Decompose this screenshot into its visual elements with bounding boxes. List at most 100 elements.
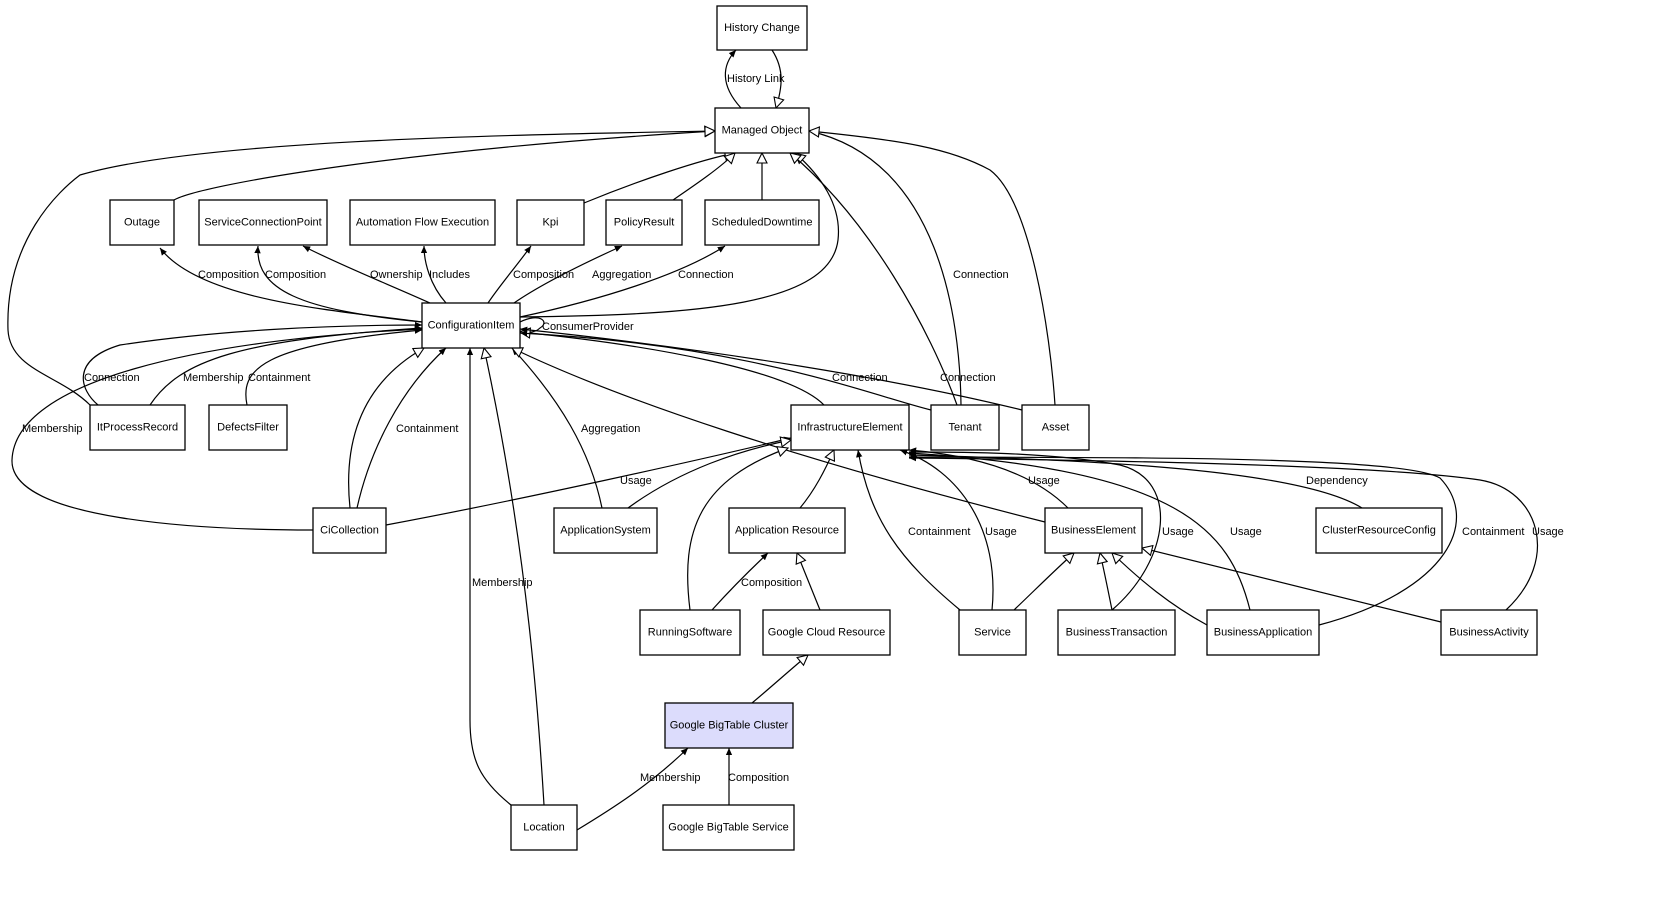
edges-layer xyxy=(7,49,1539,831)
inheritance-edge-configuration_item-to-managed_object xyxy=(519,153,840,318)
node-automation-flow-execution[interactable]: Automation Flow Execution xyxy=(349,199,496,246)
node-policy-result[interactable]: PolicyResult xyxy=(605,199,683,246)
node-label: Managed Object xyxy=(722,125,803,137)
node-box[interactable] xyxy=(605,199,683,246)
inheritance-arrow-icon xyxy=(512,348,1046,523)
node-box[interactable] xyxy=(790,404,910,451)
association-edge-it_process_record-to-configuration_item xyxy=(82,321,423,406)
node-box[interactable] xyxy=(1440,609,1538,656)
association-edge-application_system-to-configuration_item xyxy=(511,347,603,509)
inheritance-edge-business_application-to-business_element xyxy=(1100,553,1113,611)
association-arrow-icon xyxy=(302,245,431,304)
node-label: DefectsFilter xyxy=(217,422,279,434)
node-application-system[interactable]: ApplicationSystem xyxy=(553,507,658,554)
association-arrow-icon xyxy=(856,449,961,611)
node-label: History Change xyxy=(724,22,800,34)
inheritance-arrow-icon xyxy=(687,448,788,611)
node-box[interactable] xyxy=(714,107,810,154)
node-box[interactable] xyxy=(762,609,891,656)
node-box[interactable] xyxy=(198,199,328,246)
node-configuration-item[interactable]: ConfigurationItem xyxy=(421,302,521,349)
node-box[interactable] xyxy=(349,199,496,246)
node-box[interactable] xyxy=(1044,507,1143,554)
node-business-activity[interactable]: BusinessActivity xyxy=(1440,609,1538,656)
inheritance-arrow-icon xyxy=(797,553,821,611)
node-service-connection-point[interactable]: ServiceConnectionPoint xyxy=(198,199,328,246)
node-box[interactable] xyxy=(1057,609,1176,656)
association-edge-business_application-to-infrastructure_element xyxy=(908,453,1457,626)
node-kpi[interactable]: Kpi xyxy=(516,199,585,246)
node-box[interactable] xyxy=(510,804,578,851)
node-box[interactable] xyxy=(958,609,1027,656)
inheritance-arrow-icon xyxy=(173,131,715,201)
node-tenant[interactable]: Tenant xyxy=(930,404,1000,451)
node-box[interactable] xyxy=(704,199,820,246)
edge-label: Connection xyxy=(84,372,140,384)
node-box[interactable] xyxy=(109,199,175,246)
node-box[interactable] xyxy=(89,404,186,451)
node-box[interactable] xyxy=(516,199,585,246)
node-running-software[interactable]: RunningSoftware xyxy=(639,609,741,656)
edge-label: Connection xyxy=(953,269,1009,281)
association-arrow-icon xyxy=(808,129,962,406)
node-label: RunningSoftware xyxy=(648,627,732,639)
node-box[interactable] xyxy=(1315,507,1443,554)
node-location[interactable]: Location xyxy=(510,804,578,851)
node-box[interactable] xyxy=(662,804,795,851)
inheritance-arrow-icon xyxy=(790,153,958,406)
node-box[interactable] xyxy=(664,702,794,749)
node-business-element[interactable]: BusinessElement xyxy=(1044,507,1143,554)
inheritance-edge-application_system-to-infrastructure_element xyxy=(627,440,791,509)
node-box[interactable] xyxy=(421,302,521,349)
association-arrow-icon xyxy=(519,245,726,318)
edge-label: Connection xyxy=(940,372,996,384)
association-arrow-icon xyxy=(711,552,769,611)
node-it-process-record[interactable]: ItProcessRecord xyxy=(89,404,186,451)
node-scheduled-downtime[interactable]: ScheduledDowntime xyxy=(704,199,820,246)
association-arrow-icon xyxy=(908,451,1363,509)
edge-label: Composition xyxy=(728,772,789,784)
edge-label: Membership xyxy=(183,372,244,384)
inheritance-arrow-icon xyxy=(519,153,840,318)
inheritance-arrow-icon xyxy=(348,348,424,509)
node-google-bigtable-cluster[interactable]: Google BigTable Cluster xyxy=(664,702,794,749)
node-box[interactable] xyxy=(716,5,808,51)
node-business-transaction[interactable]: BusinessTransaction xyxy=(1057,609,1176,656)
node-service[interactable]: Service xyxy=(958,609,1027,656)
node-google-bigtable-service[interactable]: Google BigTable Service xyxy=(662,804,795,851)
node-history-change[interactable]: History Change xyxy=(716,5,808,51)
association-arrow-icon xyxy=(254,245,423,323)
node-box[interactable] xyxy=(1021,404,1090,451)
inheritance-arrow-icon xyxy=(1112,553,1208,626)
node-google-cloud-resource[interactable]: Google Cloud Resource xyxy=(762,609,891,656)
node-box[interactable] xyxy=(728,507,846,554)
association-arrow-icon xyxy=(159,247,423,323)
node-cluster-resource-config[interactable]: ClusterResourceConfig xyxy=(1315,507,1443,554)
association-arrow-icon xyxy=(519,326,1023,411)
association-arrow-icon xyxy=(908,454,1539,611)
node-label: Tenant xyxy=(948,422,981,434)
inheritance-arrow-icon xyxy=(1013,553,1074,611)
node-outage[interactable]: Outage xyxy=(109,199,175,246)
node-infrastructure-element[interactable]: InfrastructureElement xyxy=(790,404,910,451)
node-box[interactable] xyxy=(1206,609,1320,656)
association-edge-tenant-to-configuration_item xyxy=(519,330,932,411)
node-box[interactable] xyxy=(208,404,288,451)
node-business-application[interactable]: BusinessApplication xyxy=(1206,609,1320,656)
node-ci-collection[interactable]: CiCollection xyxy=(312,507,387,554)
node-box[interactable] xyxy=(639,609,741,656)
node-box[interactable] xyxy=(930,404,1000,451)
node-managed-object[interactable]: Managed Object xyxy=(714,107,810,154)
inheritance-edge-business_transaction-to-business_element xyxy=(1013,553,1074,611)
node-application-resource[interactable]: Application Resource xyxy=(728,507,846,554)
edge-label: Includes xyxy=(429,269,470,281)
node-label: CiCollection xyxy=(320,525,379,537)
node-box[interactable] xyxy=(312,507,387,554)
node-defects-filter[interactable]: DefectsFilter xyxy=(208,404,288,451)
node-box[interactable] xyxy=(553,507,658,554)
edge-label: ConsumerProvider xyxy=(542,321,634,333)
node-asset[interactable]: Asset xyxy=(1021,404,1090,451)
association-edge-configuration_item-to-automation_flow_execution xyxy=(420,245,447,304)
inheritance-arrow-icon xyxy=(583,153,735,204)
